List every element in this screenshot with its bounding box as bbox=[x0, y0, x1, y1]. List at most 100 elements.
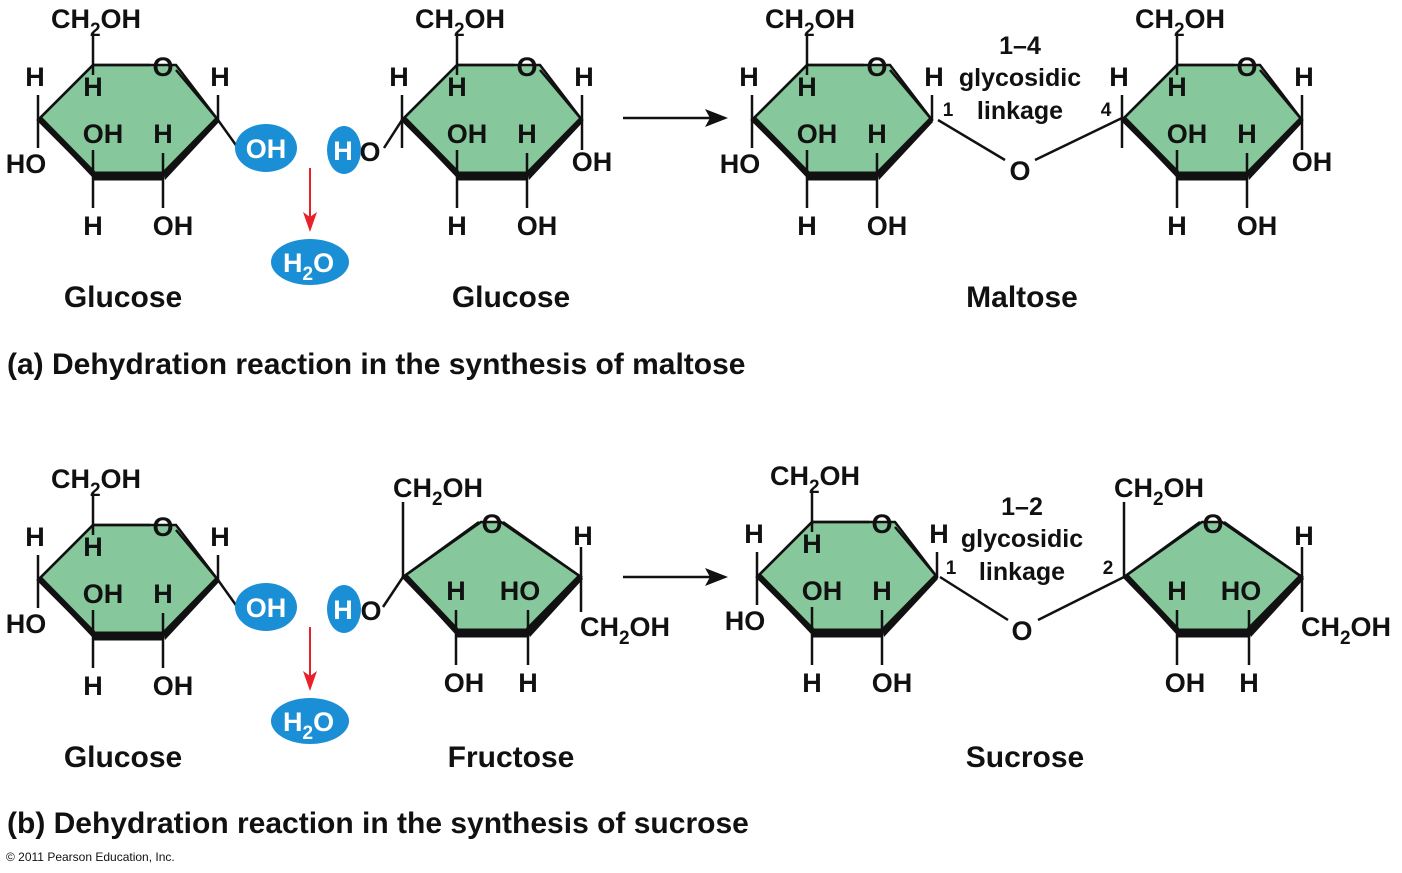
atom-label: OH bbox=[1167, 119, 1208, 149]
atom-label: H bbox=[25, 522, 45, 552]
atom-label: OH bbox=[572, 147, 613, 177]
ring-fill bbox=[750, 63, 934, 177]
reactant2-name-a: Glucose bbox=[452, 281, 570, 314]
atom-label: H bbox=[797, 72, 817, 102]
atom-label: OH bbox=[517, 211, 558, 241]
wedge-bond bbox=[1247, 574, 1304, 637]
wedge-bond bbox=[752, 117, 809, 178]
atom-label: O bbox=[359, 137, 380, 167]
linkage-label-line1: 1–2 bbox=[1001, 493, 1043, 521]
ch2oh-group: CH2OH bbox=[580, 612, 670, 649]
glycosidic-bridge-b: O 1 2 1–2 glycosidic linkage bbox=[939, 493, 1125, 646]
wedge-bond bbox=[877, 117, 933, 180]
ch2oh-group: CH2OH bbox=[393, 473, 483, 510]
ring-oxygen: O bbox=[866, 52, 887, 82]
ch2oh-group: CH2OH bbox=[1301, 612, 1391, 649]
caption-a: (a) Dehydration reaction in the synthesi… bbox=[7, 348, 746, 381]
bond-line bbox=[539, 69, 583, 121]
ring-fill bbox=[36, 63, 220, 177]
linkage-label-line2: glycosidic bbox=[959, 64, 1081, 92]
atom-label: H bbox=[1109, 62, 1129, 92]
wedge-bond bbox=[1247, 117, 1303, 180]
bond-line bbox=[381, 576, 405, 608]
atom-label: H bbox=[872, 576, 892, 606]
water-label: H2O bbox=[283, 707, 334, 744]
glycosidic-bridge-a: O 1 4 1–4 glycosidic linkage bbox=[937, 32, 1123, 186]
reactant1-name-b: Glucose bbox=[64, 741, 182, 774]
atom-label: OH bbox=[83, 579, 124, 609]
reaction-arrowhead-b bbox=[705, 568, 728, 586]
atom-label: H bbox=[797, 211, 817, 241]
oh-blob-label: OH bbox=[246, 593, 287, 623]
bond-line bbox=[175, 69, 219, 121]
atom-label: H bbox=[1294, 62, 1314, 92]
wedge-bond bbox=[527, 117, 583, 180]
reaction-arrowhead-a bbox=[705, 109, 728, 127]
atom-label: HO bbox=[725, 606, 766, 636]
bond-line bbox=[894, 526, 938, 578]
ch2oh-group: CH2OH bbox=[51, 464, 141, 501]
atom-label: H bbox=[153, 579, 173, 609]
bond-line bbox=[1123, 520, 1201, 579]
wedge-bond bbox=[163, 117, 219, 180]
oh-blob-label: OH bbox=[246, 134, 287, 164]
atom-label: OH bbox=[872, 668, 913, 698]
bond-line bbox=[1121, 64, 1178, 121]
atom-label: O bbox=[360, 596, 381, 626]
wedge-bond bbox=[757, 574, 814, 635]
product-name-a: Maltose bbox=[966, 281, 1078, 314]
atom-label: H bbox=[1167, 211, 1187, 241]
ch2oh-group: CH2OH bbox=[51, 4, 141, 41]
bond-line bbox=[37, 524, 94, 581]
atom-label: H bbox=[1167, 576, 1187, 606]
atom-label: H bbox=[739, 62, 759, 92]
copyright: © 2011 Pearson Education, Inc. bbox=[6, 850, 175, 864]
atom-label: H bbox=[447, 211, 467, 241]
oh-blob bbox=[235, 124, 297, 172]
h-blob bbox=[327, 126, 361, 174]
atom-label: OH bbox=[1165, 668, 1206, 698]
atom-label: H bbox=[573, 521, 593, 551]
ch2oh-group: CH2OH bbox=[765, 4, 855, 41]
carbon-number-4: 4 bbox=[1101, 100, 1112, 121]
wedge-bond bbox=[163, 577, 219, 640]
linkage-label-line2: glycosidic bbox=[961, 525, 1083, 553]
atom-label: H bbox=[744, 519, 764, 549]
bond-line bbox=[502, 520, 582, 579]
red-arrowhead-icon bbox=[303, 212, 317, 232]
carbon-number-1: 1 bbox=[943, 100, 954, 121]
atom-label: H bbox=[25, 62, 45, 92]
product-name-b: Sucrose bbox=[966, 741, 1084, 774]
ring-oxygen: O bbox=[1202, 509, 1223, 539]
atom-label: H bbox=[929, 519, 949, 549]
atom-label: H bbox=[1167, 72, 1187, 102]
water-elimination-b: OH H H2O bbox=[235, 583, 361, 744]
atom-label: HO bbox=[6, 149, 47, 179]
wedge-bond bbox=[526, 574, 583, 637]
bond-line bbox=[889, 69, 933, 121]
atom-label: H bbox=[518, 668, 538, 698]
bond-line bbox=[402, 520, 480, 579]
bond-line bbox=[1259, 69, 1303, 121]
bridge-oxygen: O bbox=[1009, 156, 1030, 186]
ring-oxygen: O bbox=[152, 52, 173, 82]
atom-label: OH bbox=[153, 211, 194, 241]
carbon-number-2: 2 bbox=[1103, 558, 1114, 579]
water-blob bbox=[271, 698, 349, 744]
atom-label: OH bbox=[1237, 211, 1278, 241]
ch2oh-group: CH2OH bbox=[1114, 473, 1204, 510]
atom-label: H bbox=[210, 62, 230, 92]
ring-fill bbox=[36, 523, 220, 637]
atom-label: H bbox=[446, 576, 466, 606]
ch2oh-group: CH2OH bbox=[770, 461, 860, 498]
ring-oxygen: O bbox=[481, 509, 502, 539]
atom-label: H bbox=[574, 62, 594, 92]
